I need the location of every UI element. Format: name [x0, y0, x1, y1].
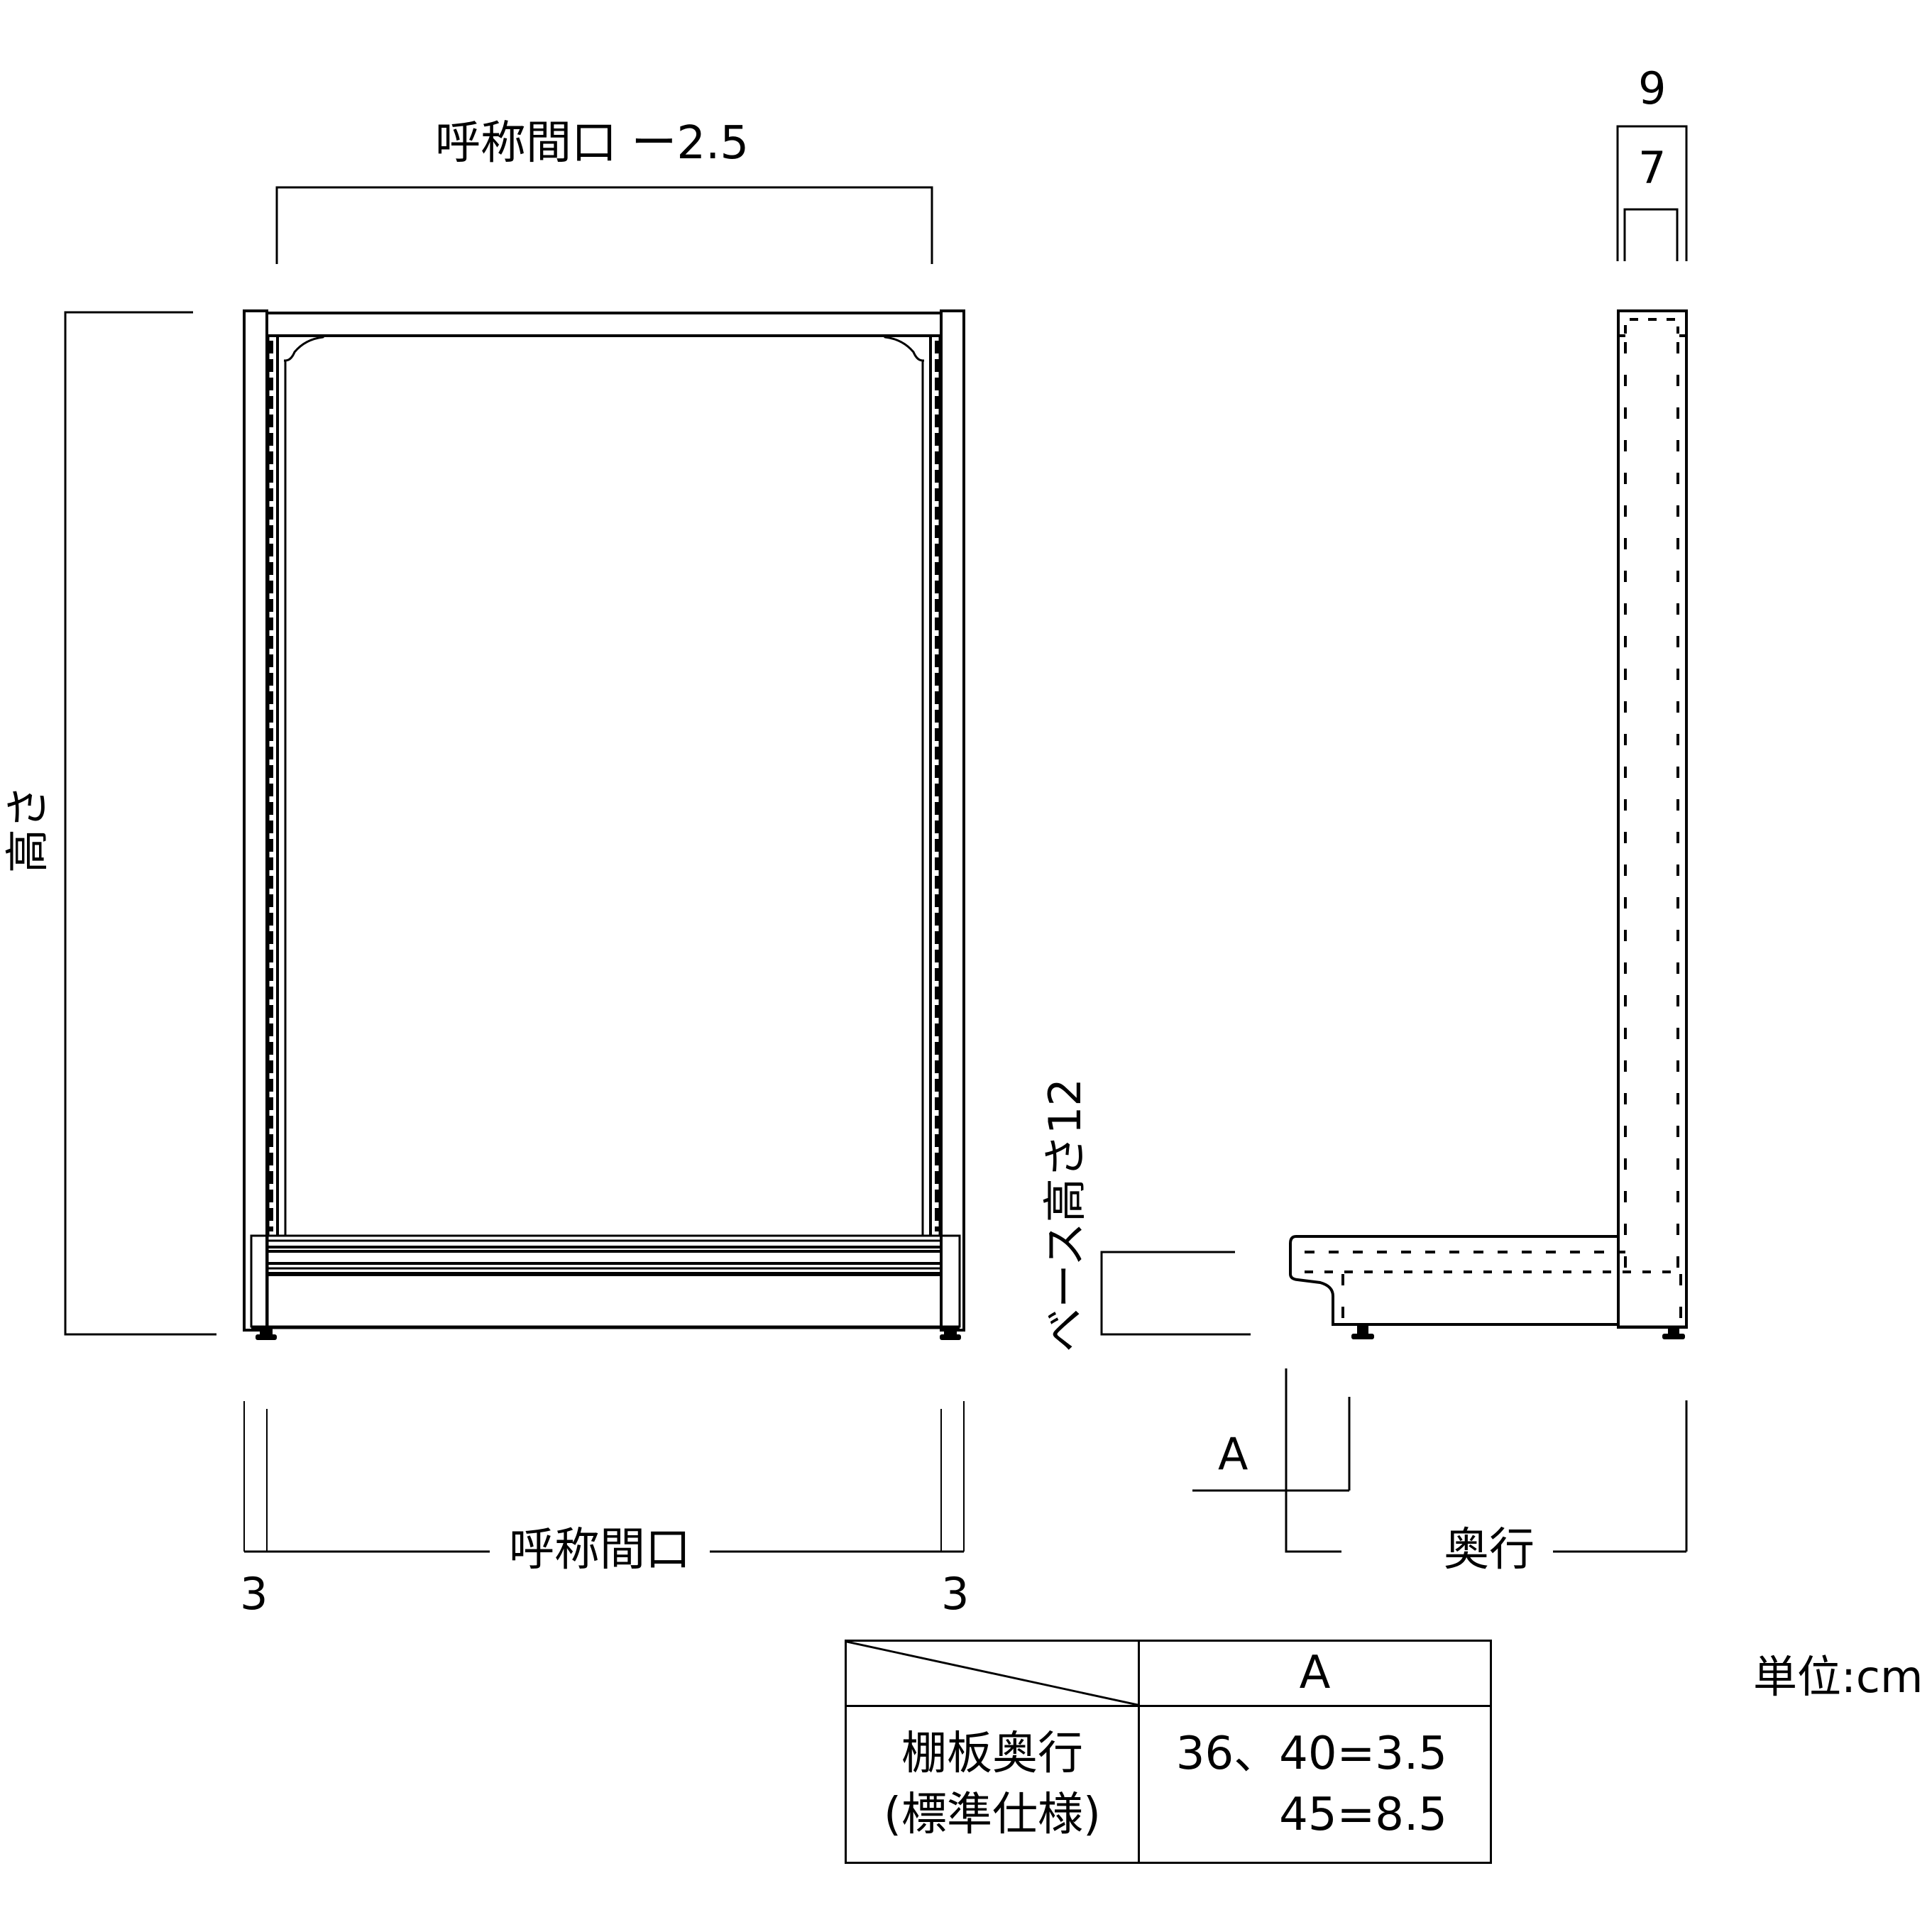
right-post-width-value: 3 [941, 1568, 970, 1620]
post-inner-dimension [1623, 208, 1679, 261]
height-dimension-line [64, 311, 216, 1336]
top-width-label: 呼称間口 ー2.5 [435, 117, 750, 170]
left-foot [260, 1329, 273, 1336]
right-foot [944, 1329, 957, 1336]
post-inner-width-value: 7 [1638, 142, 1667, 194]
table-corner-cell [845, 1640, 1140, 1707]
shelf-offset-label: A [1218, 1428, 1248, 1480]
value-line1: 36、40=3.5 [1175, 1727, 1447, 1780]
post-outer-width-value: 9 [1638, 62, 1667, 114]
side-view [1100, 125, 1688, 1553]
value-line2: 45=8.5 [1279, 1789, 1447, 1841]
front-view [64, 186, 965, 1553]
row-label-line2: (標準仕様) [884, 1789, 1101, 1841]
right-post [940, 309, 965, 1332]
post-outer-dimension [1616, 125, 1688, 261]
side-post [1617, 309, 1688, 1329]
row-label-line1: 棚板奥行 [901, 1727, 1083, 1780]
table-row-label: 棚板奥行 (標準仕様) [845, 1705, 1140, 1864]
height-label: 高さ [1, 784, 53, 873]
table-header-a: A [1138, 1640, 1492, 1707]
base-kickplate [250, 1234, 961, 1328]
table-value-a: 36、40=3.5 45=8.5 [1138, 1705, 1492, 1864]
left-post-width-value: 3 [240, 1568, 268, 1620]
base-height-label: ベース高さ12 [1039, 1078, 1091, 1352]
left-post [243, 309, 268, 1332]
spec-table: A 棚板奥行 (標準仕様) 36、40=3.5 45=8.5 [845, 1640, 1492, 1864]
diagonal-divider [847, 1642, 1138, 1705]
bottom-width-label: 呼称間口 [509, 1524, 691, 1576]
base-height-dimension [1100, 1251, 1251, 1336]
unit-label: 単位:cm [1753, 1651, 1923, 1703]
depth-label: 奥行 [1444, 1524, 1535, 1576]
top-width-dimension-line [275, 186, 933, 264]
